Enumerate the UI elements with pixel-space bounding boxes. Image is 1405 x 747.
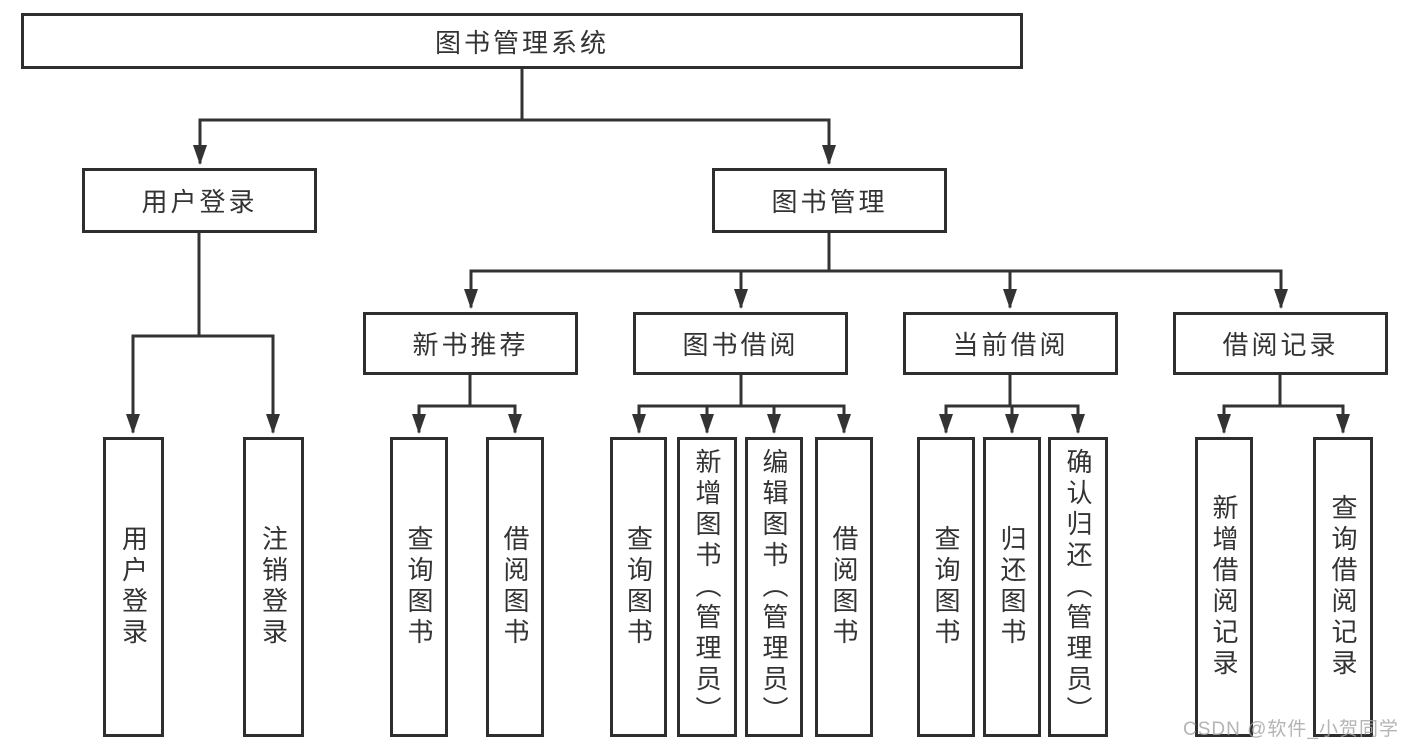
node-label: 归还图书 — [997, 525, 1027, 649]
leaf-borrow-books-borrowing: 借阅图书 — [815, 437, 873, 737]
leaf-confirm-return-admin: 确认归还（管理员） — [1048, 437, 1108, 737]
node-book-borrowing: 图书借阅 — [633, 312, 848, 375]
node-label: 查询图书 — [931, 525, 961, 649]
node-label: 用户登录 — [118, 525, 149, 649]
node-label: 新增图书（管理员） — [692, 447, 722, 727]
leaf-query-books-recommend: 查询图书 — [390, 437, 448, 737]
leaf-edit-books-admin: 编辑图书（管理员） — [745, 437, 803, 737]
node-library-system: 图书管理系统 — [21, 13, 1023, 69]
node-label: 新书推荐 — [412, 330, 529, 360]
node-label: 图书管理 — [771, 187, 888, 217]
node-label: 查询图书 — [623, 525, 654, 649]
csdn-watermark: CSDN @软件_小贺同学 — [1183, 719, 1399, 740]
leaf-logout: 注销登录 — [243, 437, 304, 737]
node-label: 当前借阅 — [952, 330, 1069, 360]
node-label: 图书借阅 — [682, 330, 799, 360]
node-label: 确认归还（管理员） — [1063, 447, 1093, 727]
node-label: 图书管理系统 — [434, 27, 609, 58]
leaf-borrow-books-recommend: 借阅图书 — [486, 437, 544, 737]
node-current-borrowing: 当前借阅 — [903, 312, 1118, 375]
node-label: 借阅图书 — [829, 525, 859, 649]
node-label: 借阅图书 — [500, 525, 530, 649]
leaf-return-books: 归还图书 — [983, 437, 1041, 737]
node-label: 查询借阅记录 — [1328, 494, 1358, 680]
node-borrowing-records: 借阅记录 — [1173, 312, 1388, 375]
node-label: 查询图书 — [404, 525, 434, 649]
leaf-query-borrow-record: 查询借阅记录 — [1313, 437, 1373, 737]
leaf-query-books-current: 查询图书 — [917, 437, 975, 737]
node-book-management: 图书管理 — [712, 168, 947, 233]
node-label: 注销登录 — [258, 525, 289, 649]
node-user-login: 用户登录 — [82, 168, 317, 233]
node-label: 编辑图书（管理员） — [759, 447, 789, 727]
node-new-book-recommendation: 新书推荐 — [363, 312, 578, 375]
leaf-add-borrow-record: 新增借阅记录 — [1195, 437, 1253, 737]
leaf-query-books-borrowing: 查询图书 — [610, 437, 667, 737]
node-label: 借阅记录 — [1222, 330, 1339, 360]
leaf-add-books-admin: 新增图书（管理员） — [677, 437, 737, 737]
node-label: 新增借阅记录 — [1209, 494, 1239, 680]
leaf-user-login: 用户登录 — [103, 437, 164, 737]
node-label: 用户登录 — [141, 187, 258, 217]
